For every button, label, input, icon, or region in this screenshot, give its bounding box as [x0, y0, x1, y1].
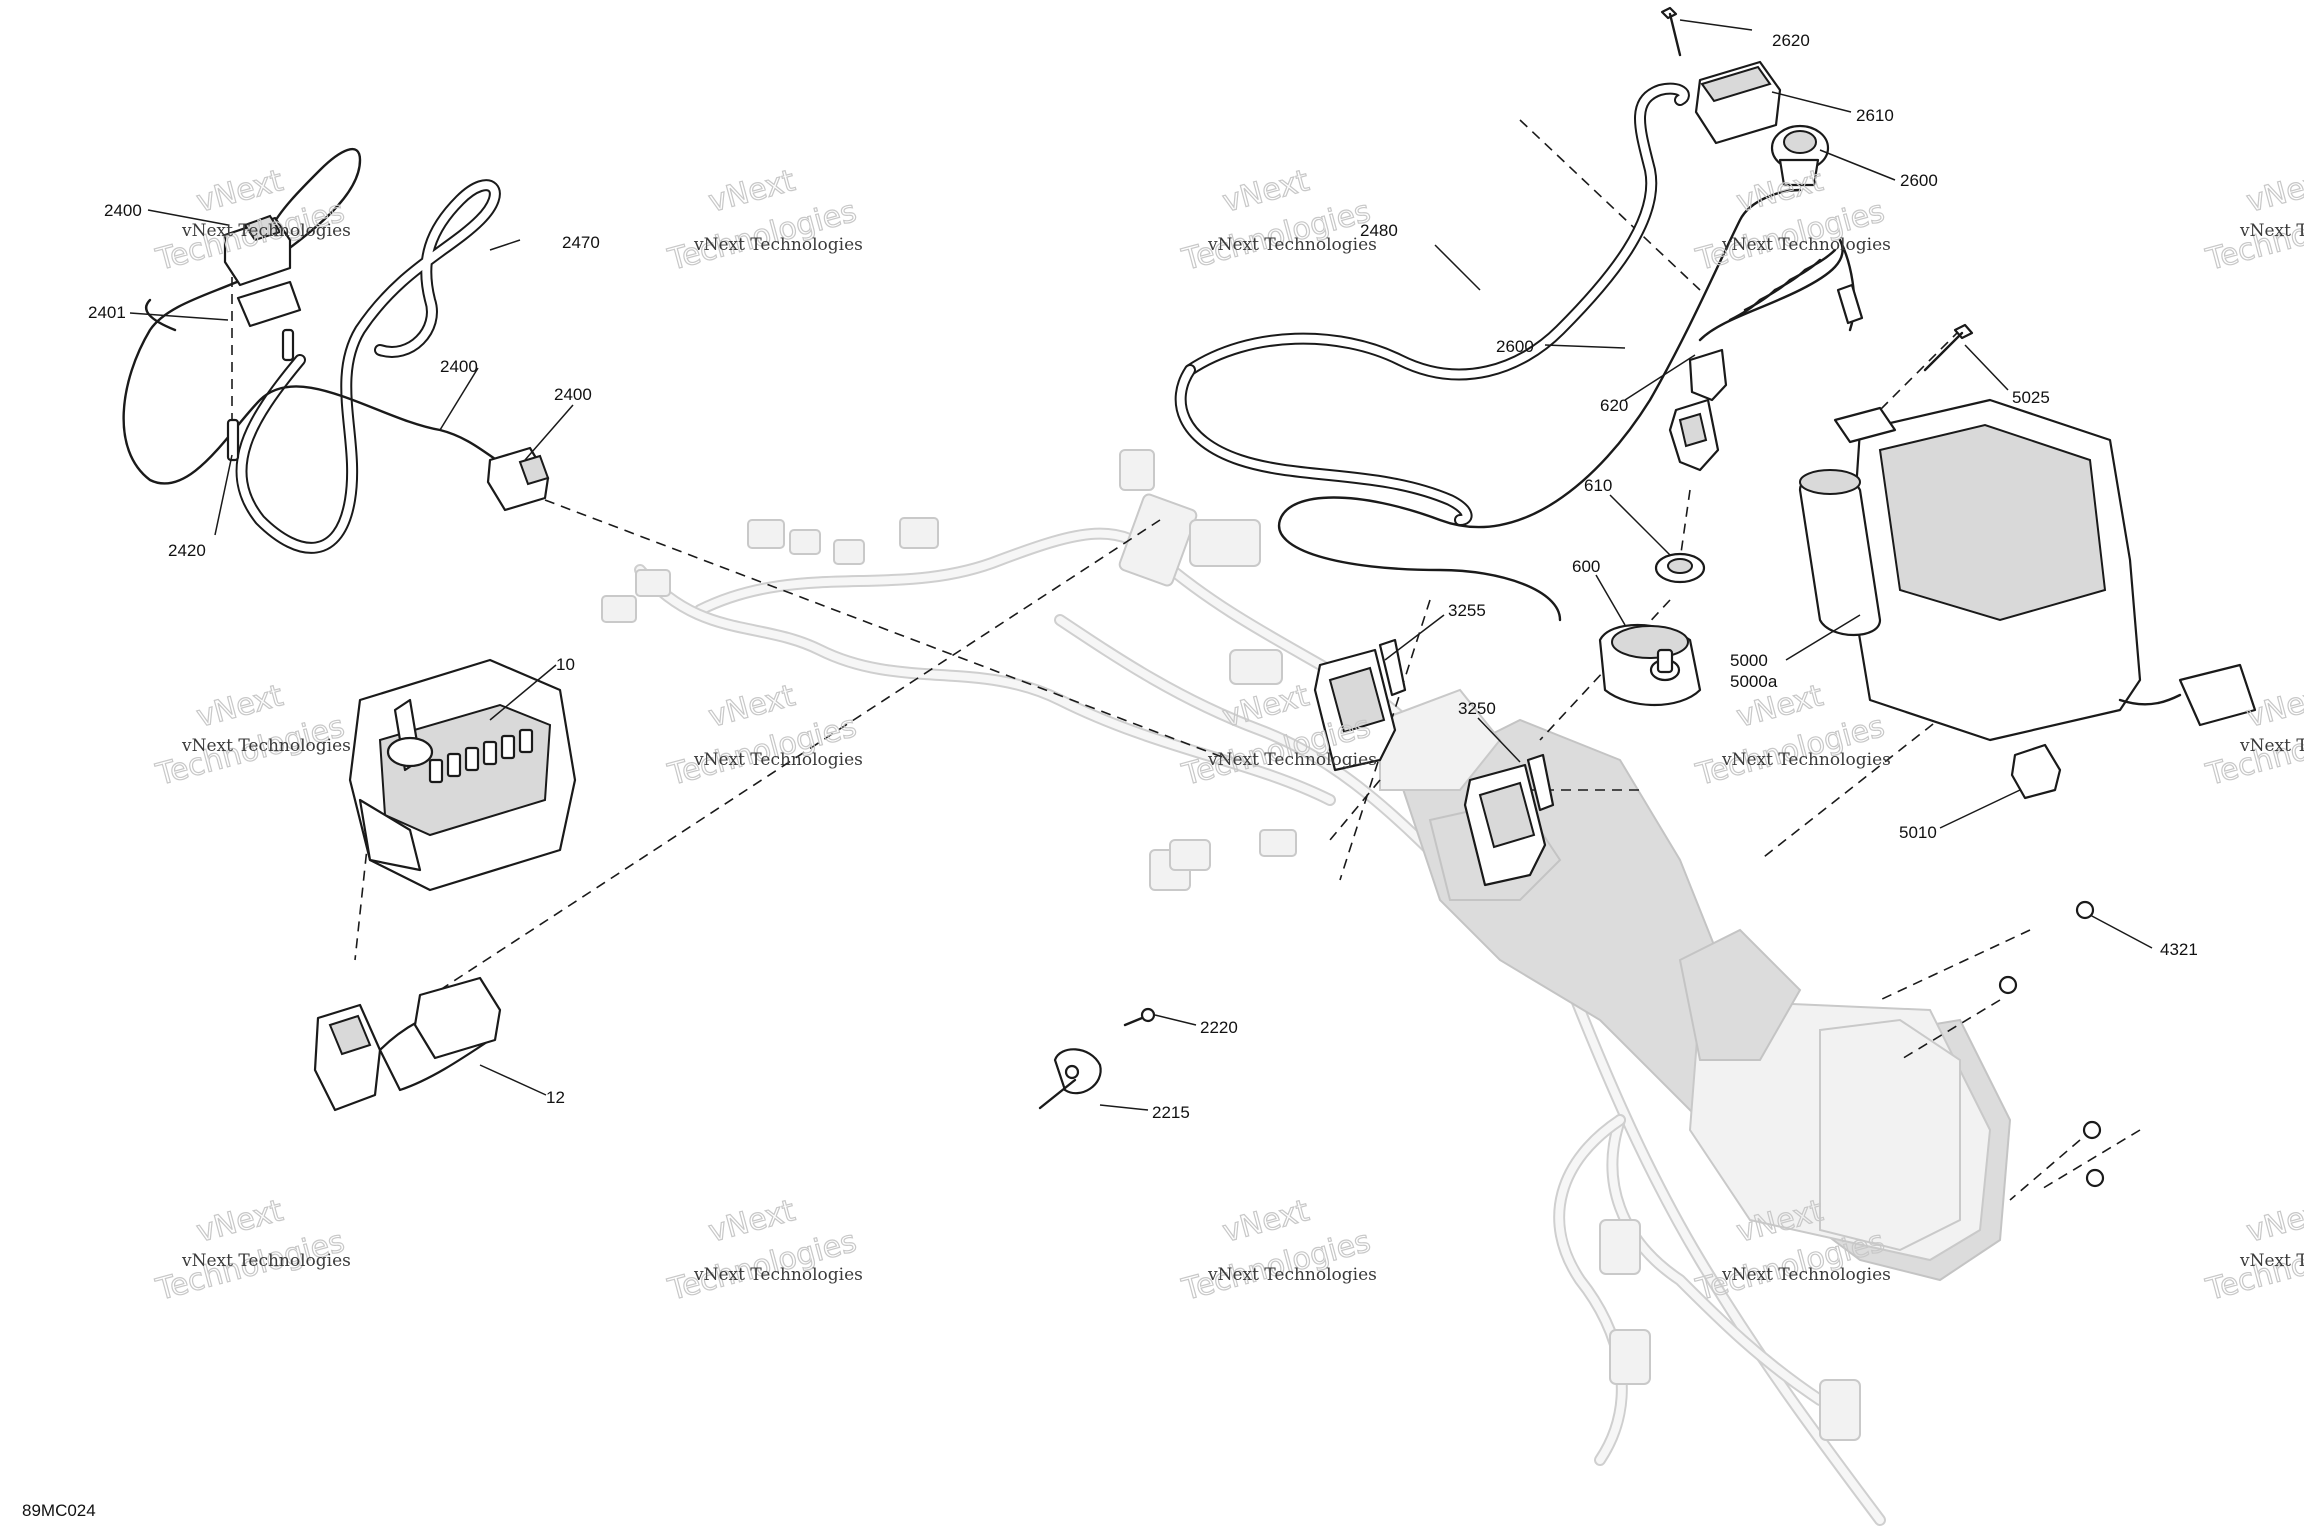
callout-5000: 5000: [1730, 651, 1768, 670]
assembly-lines: [231, 119, 2141, 1201]
svg-text:vNext Technologies: vNext Technologies: [1207, 750, 1377, 770]
watermark: vNext Technologies vNext Technologies: [1691, 678, 1891, 794]
part-2600-wire: [1277, 188, 1802, 622]
callout-2610: 2610: [1856, 106, 1894, 125]
callout-2600-switch: 2600: [1900, 171, 1938, 190]
watermark: vNext Technologies vNext Technologies: [2201, 163, 2304, 279]
callout-2220: 2220: [1200, 1018, 1238, 1037]
callout-2600-wire: 2600: [1496, 337, 1534, 356]
svg-text:vNext Technologies: vNext Technologies: [693, 1265, 863, 1285]
svg-text:vNext Technologies: vNext Technologies: [1721, 235, 1891, 255]
watermark: vNext Technologies vNext Technologies: [1691, 163, 1891, 279]
callout-5000a: 5000a: [1730, 672, 1778, 691]
part-2400-connector: [486, 446, 550, 512]
callout-610: 610: [1584, 476, 1612, 495]
svg-text:vNext Technologies: vNext Technologies: [2239, 221, 2304, 241]
callout-2480: 2480: [1360, 221, 1398, 240]
svg-text:vNext Technologies: vNext Technologies: [693, 750, 863, 770]
part-2220-screw: [1123, 1007, 1156, 1027]
callout-12: 12: [546, 1088, 565, 1107]
callout-2401: 2401: [88, 303, 126, 322]
callout-620: 620: [1600, 396, 1628, 415]
part-600-switch-base: [1598, 624, 1702, 706]
part-12-connector: [313, 976, 502, 1112]
callout-5025: 5025: [2012, 388, 2050, 407]
callout-5010: 5010: [1899, 823, 1937, 842]
svg-text:vNext Technologies: vNext Technologies: [2239, 736, 2304, 756]
part-610-ring: [1654, 552, 1706, 584]
svg-text:vNext Technologies: vNext Technologies: [1721, 750, 1891, 770]
part-2420-screw: [226, 328, 295, 462]
part-4321-nuts: [1998, 900, 2105, 1188]
watermark: vNext Technologies vNext Technologies: [663, 678, 863, 794]
part-2610-housing: [1694, 60, 1782, 145]
watermark: vNext Technologies vNext Technologies: [151, 678, 351, 794]
callout-2420: 2420: [168, 541, 206, 560]
part-5010-clip: [2010, 743, 2062, 800]
part-3250-switch: [1463, 753, 1555, 887]
callout-3250: 3250: [1458, 699, 1496, 718]
callout-2470: 2470: [562, 233, 600, 252]
callout-4321: 4321: [2160, 940, 2198, 959]
fuse-slots: [428, 728, 534, 784]
watermark: vNext Technologies vNext Technologies: [1177, 1193, 1377, 1309]
svg-text:vNext: vNext: [2243, 678, 2304, 735]
callout-labels: 2400 2470 2401 2400 2400 2420 2480 2620 …: [88, 31, 2198, 1122]
callout-2400-switch: 2400: [104, 201, 142, 220]
svg-text:vNext Technologies: vNext Technologies: [181, 221, 351, 241]
svg-text:vNext: vNext: [2243, 1193, 2304, 1250]
part-2480-hose: [1174, 82, 1690, 526]
svg-text:vNext Technologies: vNext Technologies: [2239, 1251, 2304, 1271]
ghosted-main-harness: [601, 449, 2012, 1526]
part-620-coil-cord: [1668, 238, 1864, 472]
part-2620-screw: [1660, 6, 1682, 57]
part-2215-sensor: [1038, 1048, 1102, 1110]
svg-text:vNext Technologies: vNext Technologies: [693, 235, 863, 255]
watermark: vNext Technologies vNext Technologies: [663, 1193, 863, 1309]
callout-2400-wire: 2400: [440, 357, 478, 376]
svg-text:vNext Technologies: vNext Technologies: [181, 736, 351, 756]
part-2600-switch: [1770, 124, 1830, 187]
svg-text:vNext Technologies: vNext Technologies: [1207, 1265, 1377, 1285]
figure-id: 89MC024: [22, 1501, 96, 1520]
part-2470-hose: [235, 179, 501, 554]
svg-text:vNext Technologies: vNext Technologies: [1721, 1265, 1891, 1285]
watermark: vNext Technologies vNext Technologies: [151, 1193, 351, 1309]
svg-text:vNext Technologies: vNext Technologies: [181, 1251, 351, 1271]
callout-10: 10: [556, 655, 575, 674]
callout-3255: 3255: [1448, 601, 1486, 620]
part-5025-screw: [1923, 323, 1974, 372]
callout-2620: 2620: [1772, 31, 1810, 50]
svg-text:vNext: vNext: [2243, 163, 2304, 220]
watermark: vNext Technologies vNext Technologies: [2201, 1193, 2304, 1309]
part-2400-switch: [223, 214, 302, 328]
watermark: vNext Technologies vNext Technologies: [663, 163, 863, 279]
part-5000-ecu: [1798, 398, 2257, 742]
leader-lines: [129, 19, 2153, 1111]
svg-text:vNext Technologies: vNext Technologies: [1207, 235, 1377, 255]
watermark: vNext Technologies vNext Technologies: [1177, 163, 1377, 279]
callout-600: 600: [1572, 557, 1600, 576]
callout-2400-connector: 2400: [554, 385, 592, 404]
callout-2215: 2215: [1152, 1103, 1190, 1122]
part-3255-switch: [1313, 638, 1407, 772]
part-10-fuse-box: [348, 658, 577, 892]
